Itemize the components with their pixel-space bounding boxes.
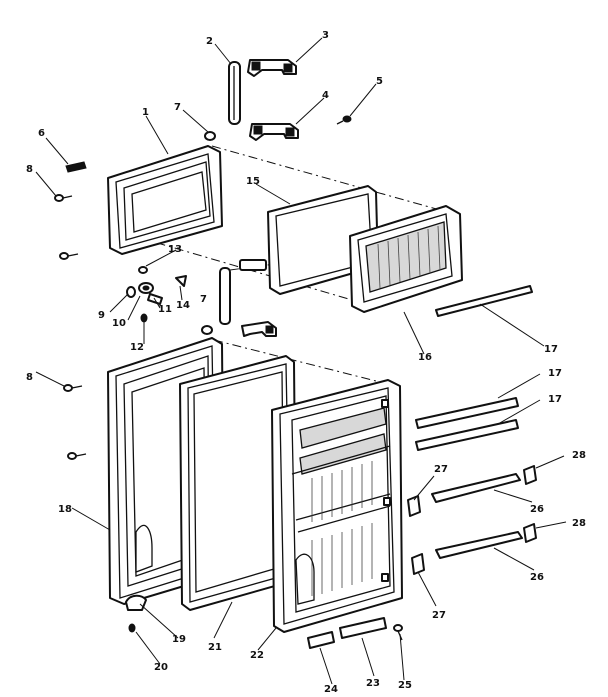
- lower-hinge-bracket: [241, 321, 277, 337]
- callout-27-lower: 27: [432, 610, 446, 621]
- callout-labels: 1 2 3 4 5 6 7 7 8 8 9 10 11 12 13 14 15 …: [26, 30, 586, 695]
- shelf-retainer-bar-upper: [431, 473, 521, 503]
- callout-23: 23: [366, 678, 380, 689]
- callout-9: 9: [98, 310, 105, 321]
- hinge-pin: [228, 61, 241, 125]
- callout-27-upper: 27: [434, 464, 448, 475]
- freezer-shelf-bar: [435, 285, 533, 317]
- door-shelf-bar-upper: [415, 397, 519, 429]
- freezer-door-outer: [107, 145, 223, 255]
- callout-20: 20: [154, 662, 168, 673]
- handle-bar: [339, 617, 387, 639]
- fresh-food-door-screw-upper: [63, 384, 83, 392]
- callout-13: 13: [168, 244, 182, 255]
- handle-screw: [393, 624, 403, 641]
- fresh-food-door-liner: [271, 379, 403, 633]
- callout-17-top: 17: [544, 344, 558, 355]
- door-stop-parts: [126, 266, 187, 323]
- callout-7-top: 7: [174, 102, 181, 113]
- end-cap-left-upper: [407, 495, 421, 517]
- fresh-food-door-screw-lower: [67, 452, 87, 460]
- callout-10: 10: [112, 318, 126, 329]
- callout-2: 2: [206, 36, 213, 47]
- callout-28-upper: 28: [572, 450, 586, 461]
- top-hinge: [247, 59, 297, 77]
- callout-14: 14: [176, 300, 190, 311]
- callout-22: 22: [250, 650, 264, 661]
- hinge-screw: [336, 115, 352, 125]
- callout-1: 1: [142, 107, 149, 118]
- callout-25: 25: [398, 680, 412, 691]
- callout-26-upper: 26: [530, 504, 544, 515]
- callout-21: 21: [208, 642, 222, 653]
- lower-hinge-part: [125, 594, 147, 633]
- shelf-retainer-bar-lower: [435, 531, 523, 559]
- callout-28-lower: 28: [572, 518, 586, 529]
- spacer-bottom: [201, 325, 213, 335]
- callout-17-low: 17: [548, 394, 562, 405]
- freezer-door-screw-upper: [54, 194, 73, 202]
- callout-19: 19: [172, 634, 186, 645]
- callout-26-lower: 26: [530, 572, 544, 583]
- leader-lines: [35, 37, 567, 685]
- callout-4: 4: [322, 90, 329, 101]
- callout-16: 16: [418, 352, 432, 363]
- freezer-door-screw-lower: [59, 252, 79, 260]
- callout-8-bottom: 8: [26, 372, 33, 383]
- end-cap-right-lower: [523, 523, 537, 543]
- callout-8-top: 8: [26, 164, 33, 175]
- callout-12: 12: [130, 342, 144, 353]
- callout-24: 24: [324, 684, 338, 695]
- callout-15: 15: [246, 176, 260, 187]
- nameplate: [65, 161, 87, 173]
- freezer-door-liner: [349, 205, 463, 313]
- callout-3: 3: [322, 30, 329, 41]
- door-shelf-bar-lower: [415, 419, 519, 451]
- center-hinge: [249, 123, 299, 141]
- callout-6: 6: [38, 128, 45, 139]
- callout-17-mid: 17: [548, 368, 562, 379]
- callout-11: 11: [158, 304, 172, 315]
- callout-18: 18: [58, 504, 72, 515]
- end-cap-left-lower: [411, 553, 425, 575]
- center-hinge-pin: [219, 259, 267, 325]
- callout-7-bottom: 7: [200, 294, 207, 305]
- callout-5: 5: [376, 76, 383, 87]
- end-cap-right-upper: [523, 465, 537, 485]
- spacer-top: [204, 131, 216, 141]
- handle-cap: [307, 631, 335, 649]
